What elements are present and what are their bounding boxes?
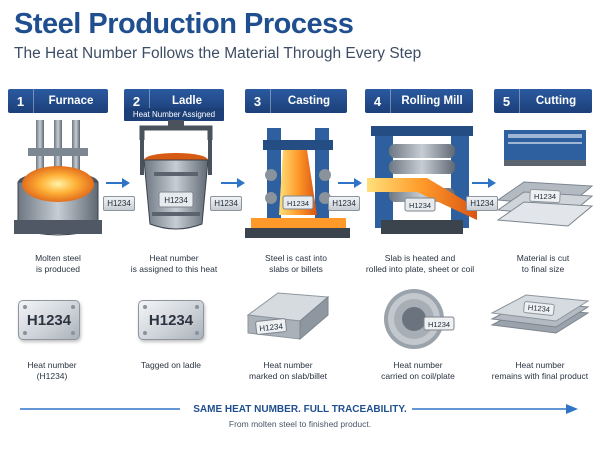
arrow-right-icon bbox=[338, 178, 362, 188]
ladle-tag-text: H1234 bbox=[164, 196, 188, 205]
step-label: Ladle bbox=[171, 95, 203, 107]
step-number: 5 bbox=[494, 89, 520, 113]
traceability-tagline: SAME HEAT NUMBER. FULL TRACEABILITY. bbox=[193, 404, 407, 415]
step-2-lower-description: Tagged on ladle bbox=[140, 360, 202, 370]
step-1-lower-description: Heat number(H1234) bbox=[27, 360, 77, 381]
heat-tag: H1234 bbox=[328, 196, 360, 211]
casting-illustration: H1234 bbox=[245, 128, 350, 238]
step-number: 1 bbox=[8, 89, 34, 113]
mill-tag-text: H1234 bbox=[409, 201, 431, 210]
heat-tag: H1234 bbox=[210, 196, 242, 211]
step-4-header: 4 Rolling Mill bbox=[365, 89, 473, 113]
slab-illustration: H1234 bbox=[246, 292, 330, 341]
rolling-mill-illustration: H1234 bbox=[367, 126, 477, 234]
slab-tag-text: H1234 bbox=[259, 322, 284, 333]
casting-tag-text: H1234 bbox=[287, 199, 309, 208]
arrow-right-icon bbox=[472, 178, 496, 188]
cutting-tag-text: H1234 bbox=[534, 192, 556, 201]
traceability-subline: From molten steel to finished product. bbox=[228, 419, 372, 429]
heat-tag: H1234 bbox=[466, 196, 498, 211]
step-5-header: 5 Cutting bbox=[494, 89, 592, 113]
arrow-right-icon bbox=[106, 178, 130, 188]
coil-illustration: H1234 bbox=[384, 289, 455, 349]
step-2-sublabel: Heat Number Assigned bbox=[124, 108, 224, 121]
cut-plates-illustration: H1234 bbox=[490, 294, 590, 334]
step-label: Casting bbox=[287, 95, 331, 107]
step-number: 3 bbox=[245, 89, 271, 113]
step-1-header: 1 Furnace bbox=[8, 89, 108, 113]
heat-tag: H1234 bbox=[103, 196, 135, 211]
furnace-heat-plate: H1234 bbox=[18, 300, 80, 340]
page-title: Steel Production Process bbox=[14, 8, 354, 40]
step-number: 2 bbox=[124, 89, 150, 113]
coil-tag-text: H1234 bbox=[428, 320, 450, 329]
plates-tag-text: H1234 bbox=[527, 303, 550, 314]
plate-text: H1234 bbox=[148, 311, 194, 329]
step-number: 4 bbox=[365, 89, 391, 113]
step-label: Cutting bbox=[535, 95, 577, 107]
traceability-arrow-icon bbox=[20, 404, 578, 414]
step-label: Furnace bbox=[48, 95, 94, 107]
step-label: Rolling Mill bbox=[401, 95, 463, 107]
arrow-right-icon bbox=[221, 178, 245, 188]
cutting-illustration: H1234 bbox=[496, 130, 594, 227]
ladle-illustration: H1234 bbox=[139, 120, 213, 230]
page-subtitle: The Heat Number Follows the Material Thr… bbox=[14, 45, 422, 62]
plate-text: H1234 bbox=[26, 311, 72, 329]
ladle-heat-plate: H1234 bbox=[138, 300, 204, 340]
furnace-illustration bbox=[14, 120, 102, 236]
step-3-header: 3 Casting bbox=[245, 89, 347, 113]
